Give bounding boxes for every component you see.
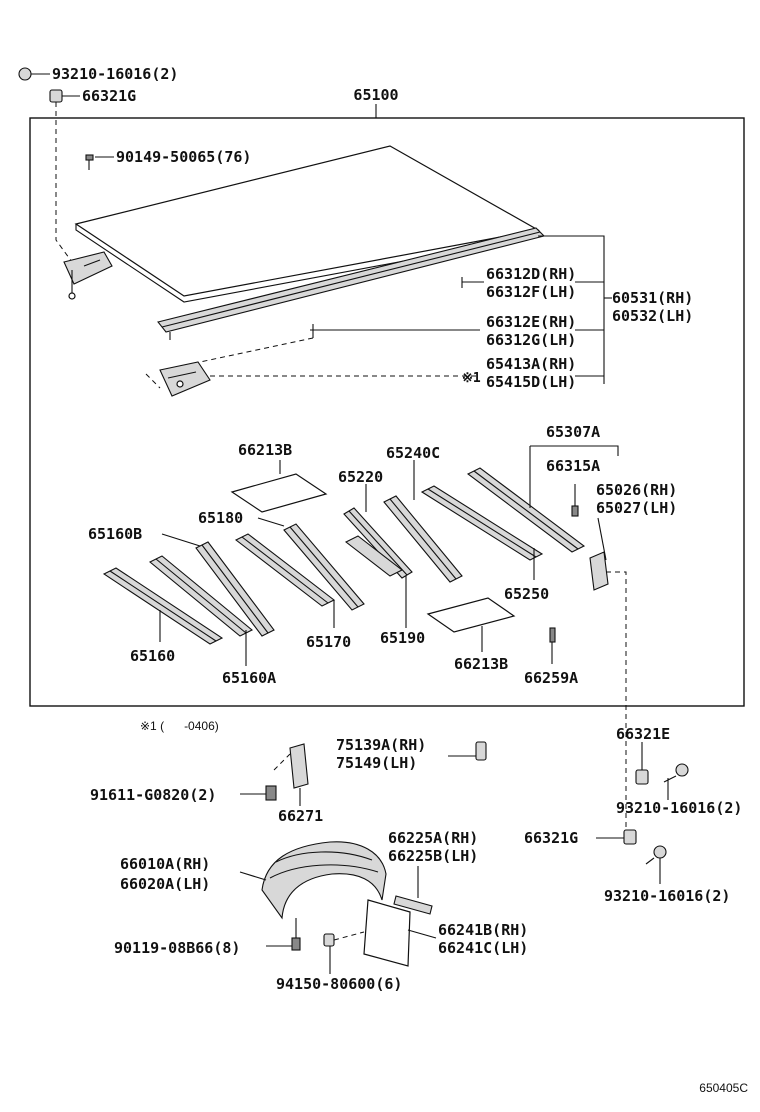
part-label: 93210-16016(2) — [604, 887, 730, 905]
sill-65190 — [344, 535, 404, 577]
assembly-label: 65100 — [353, 86, 398, 104]
hinge-bracket — [63, 251, 113, 300]
part-label: 65160 — [130, 647, 175, 665]
pin-66259A — [549, 627, 556, 664]
part-label: 66321G — [524, 829, 578, 847]
part-label: 66271 — [278, 807, 323, 825]
screw-93210-right-1 — [663, 763, 689, 800]
part-label: 66241C(LH) — [438, 939, 528, 957]
pin-66312E — [310, 324, 480, 338]
part-label: ※1 — [462, 371, 481, 386]
part-label: 75149(LH) — [336, 754, 417, 772]
mudguard-66241B — [363, 899, 437, 967]
part-label: 93210-16016(2) — [52, 65, 178, 83]
part-label: 94150-80600(6) — [276, 975, 402, 993]
bracket-66271 — [289, 743, 309, 806]
part-label: 66312E(RH) — [486, 313, 576, 331]
part-label: 65190 — [380, 629, 425, 647]
bracket-65026 — [589, 517, 609, 591]
part-label: 65307A — [546, 423, 600, 441]
part-label: 66259A — [524, 669, 578, 687]
footnote: ※1 ( -0406) — [140, 719, 219, 733]
part-label: 66315A — [546, 457, 600, 475]
clip-66321E — [635, 742, 649, 785]
part-label: 65026(RH) — [596, 481, 677, 499]
corner-bracket — [159, 361, 211, 397]
part-label: 66312F(LH) — [486, 283, 576, 301]
part-label: 75139A(RH) — [336, 736, 426, 754]
pin-66312D — [461, 277, 484, 288]
part-label: 65180 — [198, 509, 243, 527]
part-label: 66321G — [82, 87, 136, 105]
drawing-code: 650405C — [699, 1081, 748, 1095]
sill-65160A — [148, 555, 254, 637]
clip-75139A — [448, 741, 487, 761]
nut-94150 — [323, 931, 365, 974]
clip-66321G-right — [596, 829, 637, 845]
screw-93210-top-left — [18, 67, 50, 81]
plate-66213B-bottom — [426, 597, 516, 633]
plate-66213B-top — [230, 473, 328, 513]
part-label: 65220 — [338, 468, 383, 486]
assembly-frame — [29, 117, 745, 707]
part-label: 65240C — [386, 444, 440, 462]
part-label: 66020A(LH) — [120, 875, 210, 893]
sill-65250-upper — [420, 485, 544, 561]
part-label: 93210-16016(2) — [616, 799, 742, 817]
screw-93210-right-2 — [645, 845, 667, 884]
sill-65160B — [195, 541, 275, 637]
part-label: 66213B — [454, 655, 508, 673]
part-label: 60532(LH) — [612, 307, 693, 325]
sill-65180 — [283, 523, 365, 611]
part-label: 65160B — [88, 525, 142, 543]
part-label: 65170 — [306, 633, 351, 651]
part-label: 66225A(RH) — [388, 829, 478, 847]
part-label: 60531(RH) — [612, 289, 693, 307]
part-label: 66312D(RH) — [486, 265, 576, 283]
part-label: 91611-G0820(2) — [90, 786, 216, 804]
part-label: 90149-50065(76) — [116, 148, 251, 166]
deck-panel — [74, 145, 540, 303]
part-label: 66225B(LH) — [388, 847, 478, 865]
bolt-91611 — [240, 785, 277, 801]
part-label: 65415D(LH) — [486, 373, 576, 391]
part-label: 66213B — [238, 441, 292, 459]
part-label: 66241B(RH) — [438, 921, 528, 939]
part-label: 65413A(RH) — [486, 355, 576, 373]
sill-65160 — [102, 567, 224, 645]
clip-66321G-top — [49, 89, 80, 103]
part-label: 65250 — [504, 585, 549, 603]
bracket-66225A — [393, 866, 433, 915]
part-label: 66010A(RH) — [120, 855, 210, 873]
sill-65240C — [383, 495, 463, 583]
fender-66010A — [239, 841, 387, 920]
sill-65307A — [466, 467, 586, 553]
part-label: 66312G(LH) — [486, 331, 576, 349]
part-label: 66321E — [616, 725, 670, 743]
bolt-90119 — [266, 918, 301, 951]
part-label: 90119-08B66(8) — [114, 939, 240, 957]
part-label: 65027(LH) — [596, 499, 677, 517]
part-label: 65160A — [222, 669, 276, 687]
screw-90149 — [85, 154, 114, 170]
